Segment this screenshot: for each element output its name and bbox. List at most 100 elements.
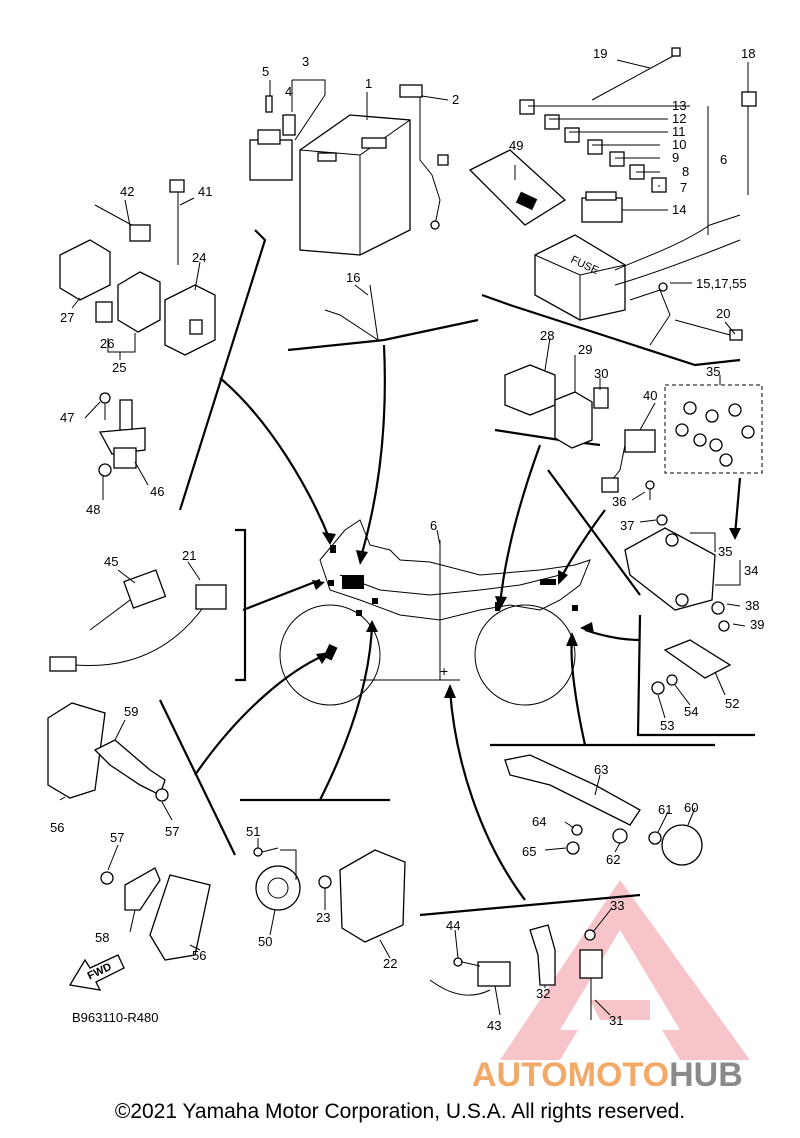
- reference-code: B963110-R480: [72, 1010, 159, 1025]
- callout-6-center: 6: [430, 518, 437, 533]
- callout-27: 27: [60, 310, 74, 325]
- lead-20[interactable]: [674, 319, 743, 341]
- callout-16: 16: [346, 270, 360, 285]
- bracket-59[interactable]: [93, 739, 166, 796]
- cable-band-42[interactable]: [94, 204, 151, 242]
- callout-58: 58: [95, 930, 109, 945]
- callout-61: 61: [658, 802, 672, 817]
- relay-29[interactable]: [554, 391, 593, 449]
- svg-text:+: +: [440, 663, 448, 679]
- damper-set-35[interactable]: [664, 384, 763, 474]
- connector-30[interactable]: [593, 387, 609, 409]
- callout-29: 29: [578, 342, 592, 357]
- callout-36: 36: [612, 494, 626, 509]
- clamp-15[interactable]: [629, 282, 671, 346]
- callout-57-lower: 57: [110, 830, 124, 845]
- callout-33: 33: [610, 898, 624, 913]
- relay-27[interactable]: [59, 239, 111, 301]
- callout-40: 40: [643, 388, 657, 403]
- callout-19: 19: [593, 46, 607, 61]
- bracket-32[interactable]: [529, 924, 556, 986]
- callout-10: 10: [672, 137, 686, 152]
- callout-31: 31: [609, 1013, 623, 1028]
- callout-6-fuses: 6: [720, 152, 727, 167]
- washer-37[interactable]: [656, 514, 668, 526]
- starter-relay[interactable]: [249, 95, 296, 181]
- wire-harness-main[interactable]: [614, 214, 741, 286]
- callout-45: 45: [104, 554, 118, 569]
- washer-64[interactable]: [571, 824, 583, 836]
- ecu-34[interactable]: [624, 527, 716, 611]
- fuse-cover[interactable]: [468, 149, 567, 226]
- callout-44: 44: [446, 918, 460, 933]
- reflector-56a[interactable]: [47, 702, 106, 799]
- callout-48: 48: [86, 502, 100, 517]
- screw-47[interactable]: [99, 392, 111, 420]
- clamp-18[interactable]: [741, 80, 757, 195]
- callout-23: 23: [316, 910, 330, 925]
- horn-50[interactable]: [255, 849, 301, 911]
- washer-54[interactable]: [666, 674, 678, 686]
- callout-8: 8: [682, 164, 689, 179]
- callout-41: 41: [198, 184, 212, 199]
- watermark-auto: AUTO: [472, 1056, 568, 1094]
- callout-62: 62: [606, 852, 620, 867]
- nut-48[interactable]: [98, 463, 112, 477]
- screw-44[interactable]: [453, 957, 481, 967]
- battery-cable[interactable]: [399, 84, 449, 230]
- callout-21: 21: [182, 548, 196, 563]
- relay-28[interactable]: [504, 364, 556, 416]
- battery[interactable]: [299, 114, 411, 256]
- callout-2: 2: [452, 92, 459, 107]
- stay-63[interactable]: [504, 754, 641, 826]
- relay-25[interactable]: [95, 271, 161, 333]
- callout-54: 54: [684, 704, 698, 719]
- socket-45[interactable]: [89, 569, 167, 631]
- ring-61[interactable]: [648, 831, 662, 845]
- ecu-24[interactable]: [164, 284, 216, 356]
- copyright-notice: ©2021 Yamaha Motor Corporation, U.S.A. A…: [114, 1100, 686, 1123]
- lead-21[interactable]: [49, 584, 227, 672]
- nut-65[interactable]: [566, 841, 580, 855]
- callout-53: 53: [660, 718, 674, 733]
- callout-35-set: 35: [706, 364, 720, 379]
- callout-37: 37: [620, 518, 634, 533]
- bracket-58[interactable]: [124, 867, 161, 911]
- fuse-box[interactable]: FUSE: [534, 234, 626, 321]
- callout-12: 12: [672, 111, 686, 126]
- callout-4: 4: [285, 84, 292, 99]
- nut-39[interactable]: [718, 620, 730, 632]
- lamp-60[interactable]: [661, 824, 703, 866]
- pointer-arrows: [194, 344, 742, 901]
- watermark-logo: [500, 880, 750, 1060]
- switch-31[interactable]: [579, 949, 603, 1020]
- bolt-51[interactable]: [253, 847, 279, 857]
- reflector-52[interactable]: [663, 639, 732, 679]
- clamp-41[interactable]: [169, 179, 185, 265]
- collar-38[interactable]: [711, 601, 725, 615]
- nut-23[interactable]: [318, 875, 332, 889]
- collar-62[interactable]: [612, 828, 628, 844]
- sensor-46[interactable]: [98, 399, 146, 469]
- screw-36[interactable]: [645, 480, 655, 500]
- fuse-holder[interactable]: [581, 191, 623, 223]
- callout-9: 9: [672, 150, 679, 165]
- reflector-56b[interactable]: [149, 874, 211, 961]
- sensor-43[interactable]: [429, 961, 511, 996]
- callout-51: 51: [246, 824, 260, 839]
- bolt-33[interactable]: [584, 929, 596, 941]
- callout-46: 46: [150, 484, 164, 499]
- callout-60: 60: [684, 800, 698, 815]
- nut-57b[interactable]: [100, 871, 114, 885]
- callout-30: 30: [594, 366, 608, 381]
- nut-57a[interactable]: [155, 788, 169, 802]
- nut-53[interactable]: [651, 681, 665, 695]
- callout-35-ecu: 35: [718, 544, 732, 559]
- watermark-hub: HUB: [669, 1056, 743, 1094]
- cable-band-19[interactable]: [591, 47, 681, 101]
- regulator-22[interactable]: [339, 849, 406, 943]
- callout-18: 18: [741, 46, 755, 61]
- clamp-16[interactable]: [324, 284, 379, 342]
- lead-40[interactable]: [601, 429, 656, 493]
